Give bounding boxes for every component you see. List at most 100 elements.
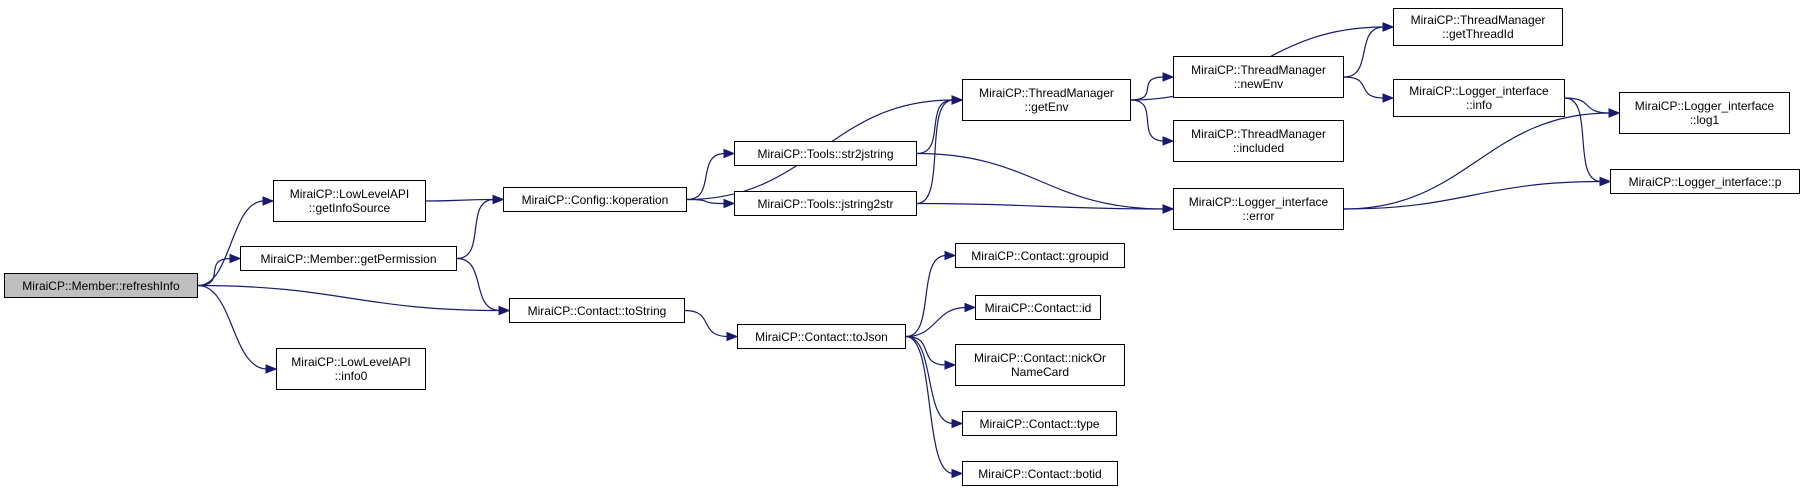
- edge-new-env-to-info: [1343, 76, 1385, 99]
- edge-to-string-to-to-json: [684, 309, 729, 338]
- node-label-line: ::newEnv: [1233, 77, 1284, 91]
- edge-get-env-to-included: [1130, 99, 1165, 142]
- node-p[interactable]: MiraiCP::Logger_interface::p: [1610, 169, 1800, 194]
- node-label-line: MiraiCP::Config::koperation: [521, 192, 669, 207]
- node-label-line: MiraiCP::Logger_interface::p: [1628, 174, 1782, 189]
- edge-arrowhead: [964, 302, 977, 313]
- edge-arrowhead: [1599, 176, 1612, 187]
- node-label-line: NameCard: [1010, 365, 1070, 379]
- edge-jstring2str-to-get-env: [916, 99, 954, 205]
- edge-info-to-p: [1564, 97, 1602, 183]
- node-label-line: MiraiCP::LowLevelAPI: [291, 355, 411, 369]
- edge-get-info-source-to-koperation: [425, 198, 495, 202]
- edge-to-json-to-nick-or-name-card: [905, 335, 947, 366]
- node-label-line: MiraiCP::Contact::type: [979, 416, 1100, 431]
- edge-error-to-p: [1343, 180, 1602, 210]
- node-label-line: MiraiCP::Contact::nickOr: [973, 351, 1107, 365]
- node-label-line: MiraiCP::LowLevelAPI: [289, 187, 410, 201]
- node-included[interactable]: MiraiCP::ThreadManager::included: [1173, 120, 1344, 162]
- node-jstring2str[interactable]: MiraiCP::Tools::jstring2str: [734, 191, 917, 216]
- edge-to-json-to-id: [905, 306, 967, 338]
- edge-to-json-to-botid: [905, 335, 954, 475]
- node-label-line: MiraiCP::Tools::str2jstring: [757, 146, 894, 161]
- node-label-line: ::info: [1465, 98, 1492, 112]
- edge-arrowhead: [951, 468, 964, 479]
- node-label-line: ::getInfoSource: [308, 201, 391, 215]
- node-get-permission[interactable]: MiraiCP::Member::getPermission: [240, 246, 457, 271]
- node-get-info-source[interactable]: MiraiCP::LowLevelAPI::getInfoSource: [273, 180, 426, 222]
- edge-get-permission-to-to-string: [456, 257, 501, 312]
- edge-arrowhead: [951, 95, 964, 105]
- node-info[interactable]: MiraiCP::Logger_interface::info: [1393, 79, 1565, 117]
- edge-arrowhead: [944, 360, 957, 370]
- node-refresh-info: MiraiCP::Member::refreshInfo: [4, 273, 198, 298]
- edge-arrowhead: [498, 305, 511, 316]
- node-label-line: MiraiCP::Logger_interface: [1188, 195, 1329, 209]
- edge-arrowhead: [723, 148, 736, 159]
- edge-arrowhead: [1162, 204, 1175, 214]
- node-label-line: ::included: [1232, 141, 1285, 155]
- node-label-line: MiraiCP::Member::refreshInfo: [22, 278, 180, 293]
- edge-new-env-to-get-thread-id: [1343, 26, 1385, 78]
- node-label-line: ::getThreadId: [1442, 27, 1514, 41]
- edge-jstring2str-to-error: [916, 202, 1165, 210]
- node-new-env[interactable]: MiraiCP::ThreadManager::newEnv: [1173, 56, 1344, 98]
- edge-arrowhead: [1608, 108, 1621, 118]
- node-label-line: MiraiCP::Contact::toString: [527, 303, 667, 318]
- node-get-thread-id[interactable]: MiraiCP::ThreadManager::getThreadId: [1393, 8, 1563, 46]
- node-label-line: MiraiCP::Contact::id: [984, 300, 1092, 315]
- edge-arrowhead: [944, 250, 957, 261]
- node-label-line: ::log1: [1689, 113, 1720, 127]
- node-groupid[interactable]: MiraiCP::Contact::groupid: [955, 243, 1125, 268]
- node-label-line: MiraiCP::ThreadManager: [1410, 13, 1546, 27]
- edge-to-json-to-type: [905, 335, 954, 425]
- edge-koperation-to-str2jstring: [686, 152, 726, 201]
- node-label-line: ::error: [1242, 209, 1275, 223]
- edge-koperation-to-jstring2str: [686, 198, 726, 205]
- edge-refresh-info-to-info0: [197, 284, 268, 370]
- node-get-env[interactable]: MiraiCP::ThreadManager::getEnv: [962, 79, 1131, 121]
- node-label-line: MiraiCP::Contact::groupid: [971, 248, 1109, 263]
- edge-refresh-info-to-get-info-source: [197, 200, 265, 287]
- node-label-line: MiraiCP::Contact::toJson: [755, 329, 888, 344]
- node-label-line: MiraiCP::Logger_interface: [1634, 99, 1775, 113]
- node-label-line: MiraiCP::ThreadManager: [1191, 127, 1326, 141]
- node-str2jstring[interactable]: MiraiCP::Tools::str2jstring: [734, 141, 917, 166]
- node-label-line: ::getEnv: [1024, 100, 1069, 114]
- node-to-string[interactable]: MiraiCP::Contact::toString: [509, 298, 685, 323]
- edge-arrowhead: [951, 418, 964, 429]
- edge-arrowhead: [262, 196, 275, 206]
- node-info0[interactable]: MiraiCP::LowLevelAPI::info0: [276, 348, 426, 390]
- node-label-line: MiraiCP::ThreadManager: [1191, 63, 1326, 77]
- node-botid[interactable]: MiraiCP::Contact::botid: [962, 461, 1118, 486]
- edge-arrowhead: [1382, 22, 1395, 32]
- edge-arrowhead: [492, 194, 505, 205]
- edge-arrowhead: [1162, 136, 1175, 146]
- node-type[interactable]: MiraiCP::Contact::type: [962, 411, 1117, 436]
- node-label-line: ::info0: [334, 369, 368, 383]
- edge-arrowhead: [726, 331, 739, 342]
- edge-refresh-info-to-get-permission: [197, 257, 232, 287]
- edge-arrowhead: [723, 198, 736, 209]
- edge-info-to-log1: [1564, 97, 1611, 114]
- edge-str2jstring-to-error: [916, 152, 1165, 210]
- node-koperation[interactable]: MiraiCP::Config::koperation: [503, 187, 687, 212]
- edge-get-env-to-new-env: [1130, 76, 1165, 101]
- node-to-json[interactable]: MiraiCP::Contact::toJson: [737, 324, 906, 349]
- edge-arrowhead: [1382, 93, 1395, 103]
- edge-arrowhead: [229, 253, 242, 264]
- node-error[interactable]: MiraiCP::Logger_interface::error: [1173, 188, 1344, 230]
- node-label-line: MiraiCP::Logger_interface: [1409, 84, 1549, 98]
- node-label-line: MiraiCP::Member::getPermission: [260, 251, 437, 266]
- node-label-line: MiraiCP::ThreadManager: [979, 86, 1114, 100]
- node-label-line: MiraiCP::Contact::botid: [978, 466, 1102, 481]
- node-id[interactable]: MiraiCP::Contact::id: [975, 295, 1101, 320]
- edge-error-to-log1: [1343, 112, 1611, 210]
- node-label-line: MiraiCP::Tools::jstring2str: [757, 196, 894, 211]
- node-log1[interactable]: MiraiCP::Logger_interface::log1: [1619, 92, 1790, 134]
- edge-arrowhead: [265, 364, 278, 374]
- edge-get-permission-to-koperation: [456, 198, 495, 260]
- edge-str2jstring-to-get-env: [916, 99, 954, 155]
